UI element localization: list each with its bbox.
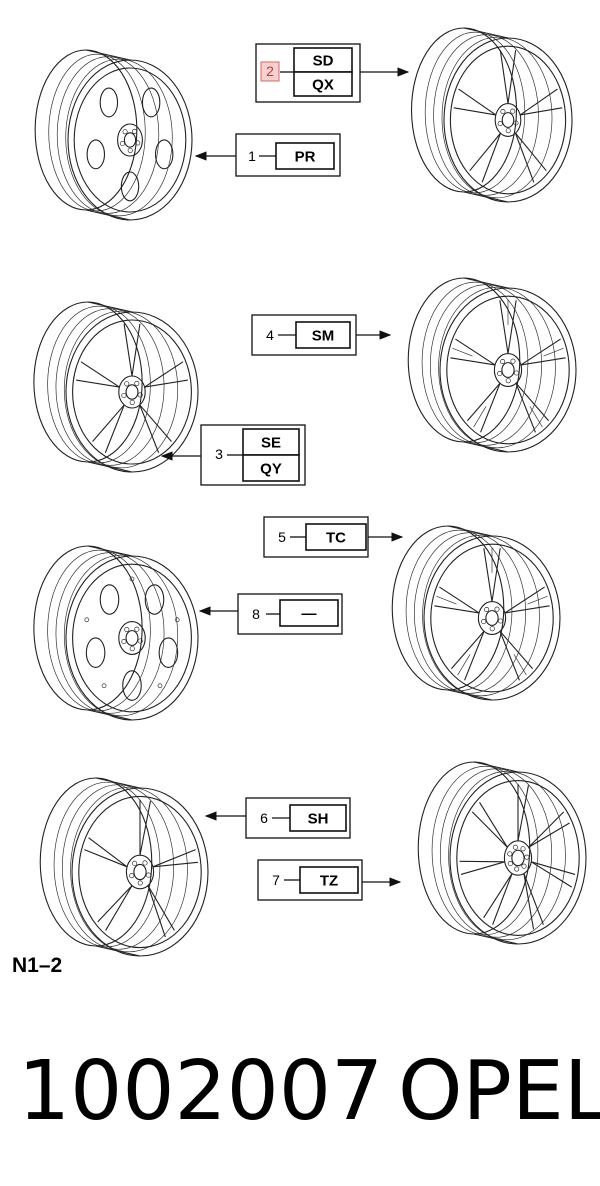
part-number: 1002007 (18, 1044, 384, 1139)
code-box (242, 428, 300, 456)
callout-number: 8 (252, 606, 260, 622)
code-box (289, 804, 347, 832)
wheel-6-icon (391, 525, 561, 701)
callout-number: 6 (260, 810, 268, 826)
callout-3: 3 SE QY (160, 424, 306, 486)
code-box (293, 71, 353, 97)
option-code: SM (312, 328, 335, 345)
code-box (242, 454, 300, 482)
code-box (279, 599, 339, 627)
wheel-8-icon (417, 761, 587, 945)
callout-1: 1 PR (194, 133, 341, 177)
wheel-1-icon (34, 49, 193, 221)
code-box (295, 321, 351, 349)
callout-5: 5 TC (263, 516, 404, 558)
wheel-3-icon (33, 301, 199, 473)
callout-4: 4 SM (251, 314, 392, 356)
footer: 1002007 OPEL (0, 1042, 600, 1142)
callout-7: 7 TZ (257, 859, 402, 901)
callout-6: 6 SH (204, 797, 351, 839)
code-box (293, 47, 353, 73)
callout-2: 2 SD QX (255, 43, 410, 103)
diagram-label: N1–2 (12, 954, 63, 977)
code-box (275, 142, 335, 170)
wheel-4-icon (407, 277, 577, 453)
option-code: — (302, 606, 317, 623)
wheel-5-icon (33, 545, 199, 721)
callout-number: 5 (278, 529, 286, 545)
option-code: SE (261, 435, 281, 452)
option-code: QY (260, 461, 282, 478)
brand-name: OPEL (398, 1044, 600, 1139)
option-code: PR (295, 149, 316, 166)
callout-number: 1 (248, 148, 256, 164)
option-code: QX (312, 77, 334, 94)
callout-number: 7 (272, 872, 280, 888)
code-box (305, 523, 367, 551)
option-code: TC (326, 530, 346, 547)
callout-number: 4 (266, 327, 274, 343)
option-code: TZ (320, 873, 338, 890)
option-code: SH (308, 811, 329, 828)
callout-number: 3 (215, 446, 223, 462)
wheel-7-icon (39, 777, 209, 957)
option-code: SD (313, 53, 334, 70)
code-box (299, 866, 359, 894)
wheel-2-icon (410, 27, 573, 203)
callout-8: 8— (198, 593, 343, 635)
callout-number: 2 (266, 63, 274, 79)
wheels (33, 27, 587, 957)
highlight-marker (260, 61, 280, 82)
